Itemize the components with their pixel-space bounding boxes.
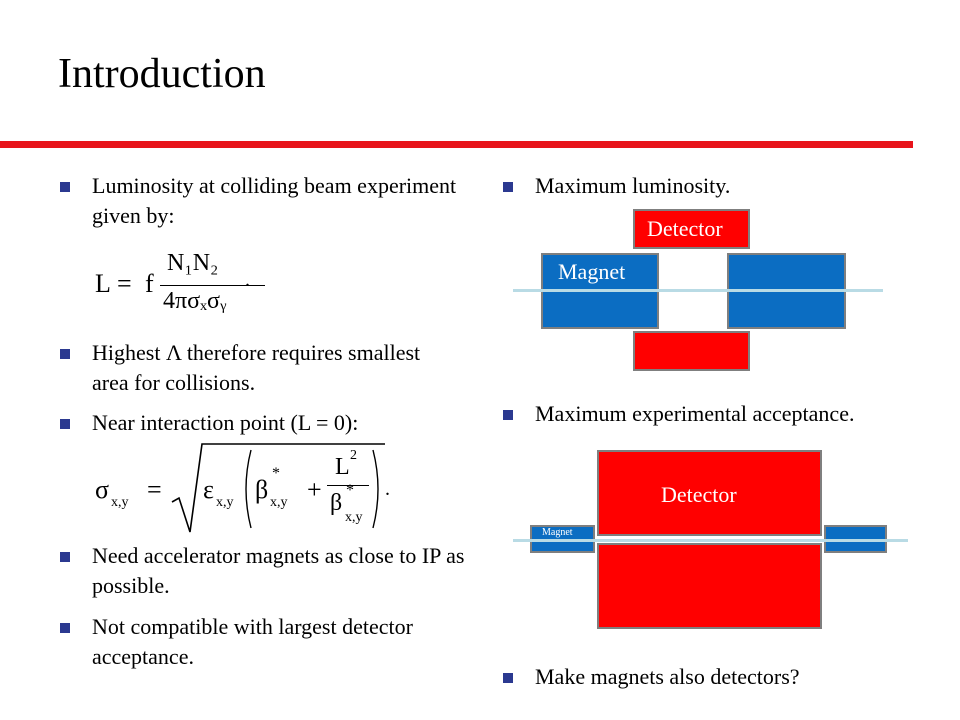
fraction-bar	[327, 485, 369, 486]
fraction-bar	[160, 285, 265, 286]
sqrt-sign	[171, 443, 385, 533]
bullet-text: Luminosity at colliding beam experiment …	[92, 173, 457, 228]
formula-denominator: 4πσₓσᵧ	[163, 288, 227, 314]
detector-bottom-block	[633, 331, 750, 371]
left-bullet-2: Highest Λ therefore requires smallest ar…	[60, 338, 462, 398]
left-bullet-4: Need accelerator magnets as close to IP …	[60, 541, 467, 601]
formula-beta: β	[255, 475, 269, 504]
bullet-text: Need accelerator magnets as close to IP …	[92, 543, 465, 598]
formula-L: L	[335, 454, 350, 480]
formula-lhs: L	[95, 269, 111, 298]
formula-plus: +	[307, 475, 322, 504]
bullet-square-icon	[60, 623, 70, 633]
formula-beta2: β	[330, 490, 343, 516]
bullet-text: Maximum luminosity.	[535, 173, 731, 198]
formula-eq: =	[147, 475, 162, 504]
right-bullet-1: Maximum luminosity.	[503, 171, 935, 201]
bullet-square-icon	[503, 673, 513, 683]
bullet-text: Not compatible with largest detector acc…	[92, 614, 413, 669]
formula-numerator: N₁N₂	[167, 250, 219, 276]
right-bullet-3: Make magnets also detectors?	[503, 662, 935, 692]
right-bullet-2: Maximum experimental acceptance.	[503, 399, 935, 429]
beam-line	[513, 289, 883, 292]
formula-beta2-star: *	[346, 482, 354, 499]
bullet-text: Highest Λ therefore requires smallest ar…	[92, 340, 421, 395]
left-bullet-3: Near interaction point (L = 0):	[60, 408, 462, 438]
formula-eq: =	[117, 269, 132, 298]
formula-end: .	[385, 478, 390, 500]
bullet-square-icon	[503, 182, 513, 192]
left-bullet-5: Not compatible with largest detector acc…	[60, 612, 462, 672]
bullet-square-icon	[503, 410, 513, 420]
detector-label: Detector	[647, 216, 723, 241]
beam-size-formula: σ x,y = ε x,y β * x,y + L 2 β * x,y .	[95, 440, 395, 535]
formula-L-sup: 2	[350, 448, 357, 463]
detector-bottom-block	[597, 543, 822, 629]
bullet-text: Make magnets also detectors?	[535, 664, 800, 689]
detector-top-block: Detector	[597, 450, 822, 536]
magnet-label: Magnet	[542, 527, 573, 538]
formula-beta-sub: x,y	[270, 495, 288, 510]
formula-eps-sub: x,y	[216, 495, 234, 510]
detector-top-block: Detector	[633, 209, 750, 249]
formula-eps: ε	[203, 475, 214, 504]
formula-beta2-sub: x,y	[345, 510, 363, 525]
bullet-square-icon	[60, 182, 70, 192]
beam-line	[513, 539, 908, 542]
left-bullet-1: Luminosity at colliding beam experiment …	[60, 171, 462, 231]
bullet-square-icon	[60, 552, 70, 562]
formula-lhs: σ	[95, 475, 110, 504]
formula-f: f	[145, 269, 154, 298]
bullet-text: Near interaction point (L = 0):	[92, 410, 359, 435]
bullet-square-icon	[60, 349, 70, 359]
formula-lhs-sub: x,y	[111, 495, 129, 510]
detector-label: Detector	[661, 482, 737, 507]
left-paren	[245, 449, 252, 529]
bullet-text: Maximum experimental acceptance.	[535, 401, 855, 426]
formula-end: .	[245, 269, 250, 291]
luminosity-formula: L = f N₁N₂ 4πσₓσᵧ .	[95, 250, 295, 325]
right-paren	[372, 449, 379, 529]
page-title: Introduction	[58, 51, 266, 97]
formula-beta-star: *	[272, 465, 280, 482]
title-divider	[0, 141, 913, 148]
magnet-label: Magnet	[558, 259, 626, 284]
bullet-square-icon	[60, 419, 70, 429]
